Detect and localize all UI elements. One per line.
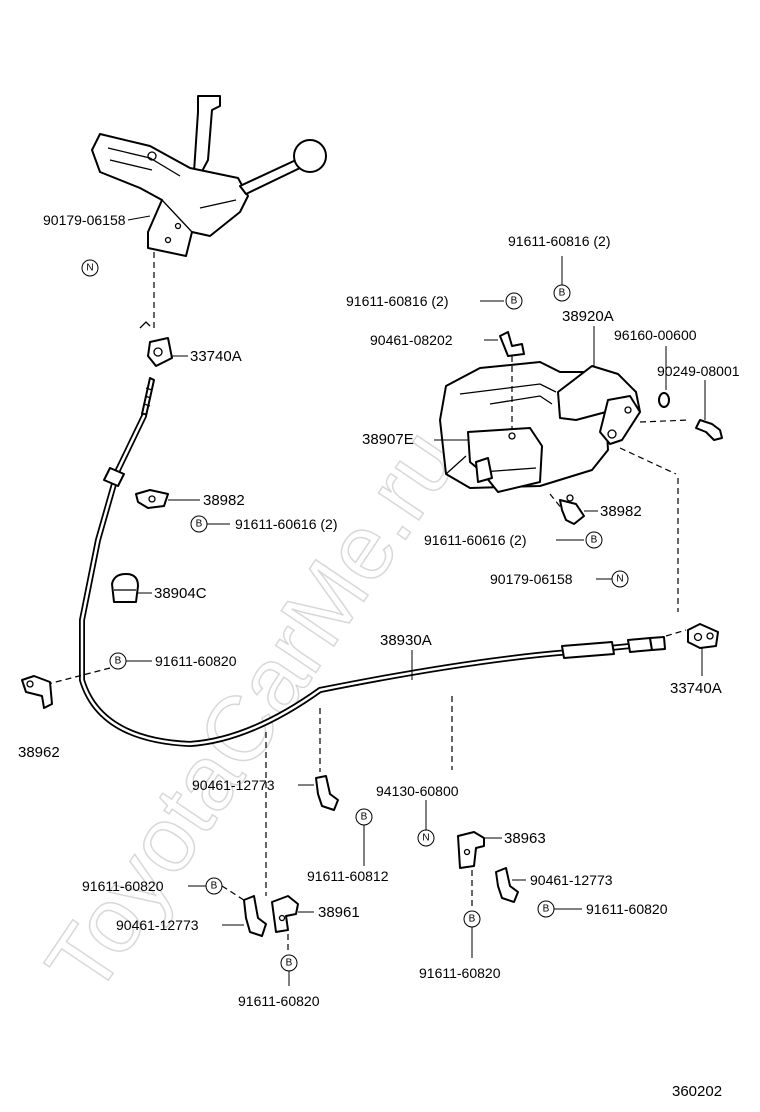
bolt-symbol-91611-60820-c: B [205, 877, 223, 895]
dashed-line-38920a-down [619, 447, 677, 475]
svg-text:B: B [115, 656, 122, 667]
svg-text:N: N [86, 263, 93, 274]
label-90249-08001: 90249-08001 [657, 363, 740, 379]
svg-text:B: B [361, 812, 368, 823]
label-90179-06158-right: 90179-06158 [490, 571, 573, 587]
pin-mark [139, 321, 151, 329]
dashed-line-bracket-left [47, 667, 111, 685]
label-38907e: 38907E [362, 431, 414, 448]
label-90461-12773-b: 90461-12773 [530, 872, 613, 888]
bracket-38920a[interactable] [557, 365, 641, 445]
label-38962: 38962 [18, 744, 60, 761]
svg-text:N: N [616, 574, 623, 585]
svg-text:B: B [559, 288, 566, 299]
bracket-38907e[interactable] [467, 427, 543, 493]
bolt-symbol-38963-down: B [463, 910, 481, 928]
control-cable[interactable] [79, 377, 666, 748]
bolt-symbol-left-bracket: B [109, 652, 127, 670]
svg-text:B: B [211, 881, 218, 892]
bolt-symbol-38920a-top: B [553, 284, 571, 302]
label-90461-12773-a: 90461-12773 [192, 777, 275, 793]
svg-text:N: N [422, 833, 429, 844]
label-91611-60820-a: 91611-60820 [586, 901, 668, 917]
label-90461-08202: 90461-08202 [370, 332, 453, 348]
label-38982-right: 38982 [600, 503, 642, 520]
label-91611-60812: 91611-60812 [307, 868, 389, 884]
label-94130-60800: 94130-60800 [376, 783, 459, 799]
bracket-38963[interactable] [457, 831, 485, 869]
label-91611-60820-left: 91611-60820 [155, 653, 237, 669]
bolt-symbol-91611-60820-a: B [537, 900, 555, 918]
bracket-38961[interactable] [271, 895, 299, 933]
label-91611-60820-d: 91611-60820 [238, 993, 320, 1009]
cable-end-right[interactable] [687, 623, 719, 649]
label-90461-12773-c: 90461-12773 [116, 917, 199, 933]
label-96160-00600: 96160-00600 [614, 327, 697, 343]
nut-symbol-94130: N [417, 829, 435, 847]
cable-end-top[interactable] [147, 337, 173, 367]
bolt-symbol-91611-60820-d: B [280, 954, 298, 972]
label-91611-60820-c: 91611-60820 [82, 878, 164, 894]
label-38982-left: 38982 [203, 492, 245, 509]
label-91611-60816-mid: 91611-60816 (2) [346, 293, 448, 309]
label-33740a-right: 33740A [670, 680, 722, 697]
dashed-line-90249 [639, 419, 691, 423]
diagram-id: 360202 [672, 1083, 722, 1100]
nut-symbol-top-left: N [81, 259, 99, 277]
label-33740a-top: 33740A [190, 348, 242, 365]
leader-90179-top [127, 215, 151, 221]
clip-90461-08202[interactable] [499, 331, 525, 357]
clamp-90461-12773-c[interactable] [243, 895, 267, 937]
clamp-90461-12773-b[interactable] [495, 867, 519, 903]
bolt-symbol-38982-left: B [190, 515, 208, 533]
label-38920a: 38920A [562, 308, 614, 325]
label-38961: 38961 [318, 904, 360, 921]
label-91611-60616-left: 91611-60616 (2) [235, 516, 337, 532]
bracket-38962[interactable] [21, 675, 53, 709]
svg-text:B: B [469, 914, 476, 925]
shifter-assembly[interactable] [91, 95, 327, 257]
label-91611-60616-right: 91611-60616 (2) [424, 532, 526, 548]
clip-38982-left[interactable] [135, 489, 169, 509]
svg-text:B: B [543, 904, 550, 915]
label-90179-06158-top: 90179-06158 [43, 212, 126, 228]
grommet-38904c[interactable] [111, 573, 139, 603]
label-38904c: 38904C [154, 585, 207, 602]
bolt-90249[interactable] [695, 419, 723, 441]
clip-38982-right[interactable] [559, 494, 585, 525]
washer-96160[interactable] [658, 392, 670, 408]
label-91611-60820-b: 91611-60820 [419, 965, 501, 981]
svg-text:B: B [511, 296, 518, 307]
bolt-symbol-91611-60812: B [355, 808, 373, 826]
svg-text:B: B [286, 958, 293, 969]
svg-text:B: B [591, 535, 598, 546]
label-38930a: 38930A [380, 632, 432, 649]
label-91611-60816-top: 91611-60816 (2) [508, 233, 610, 249]
label-38963: 38963 [504, 830, 546, 847]
bolt-symbol-91611-60816-mid: B [505, 292, 523, 310]
dashed-line-bolt-c [221, 885, 251, 905]
bolt-symbol-91611-60616-right: B [585, 531, 603, 549]
nut-symbol-right: N [611, 570, 629, 588]
clamp-90461-12773-a[interactable] [315, 775, 339, 811]
dashed-line-cable-end-right [665, 629, 687, 637]
svg-text:B: B [196, 519, 203, 530]
